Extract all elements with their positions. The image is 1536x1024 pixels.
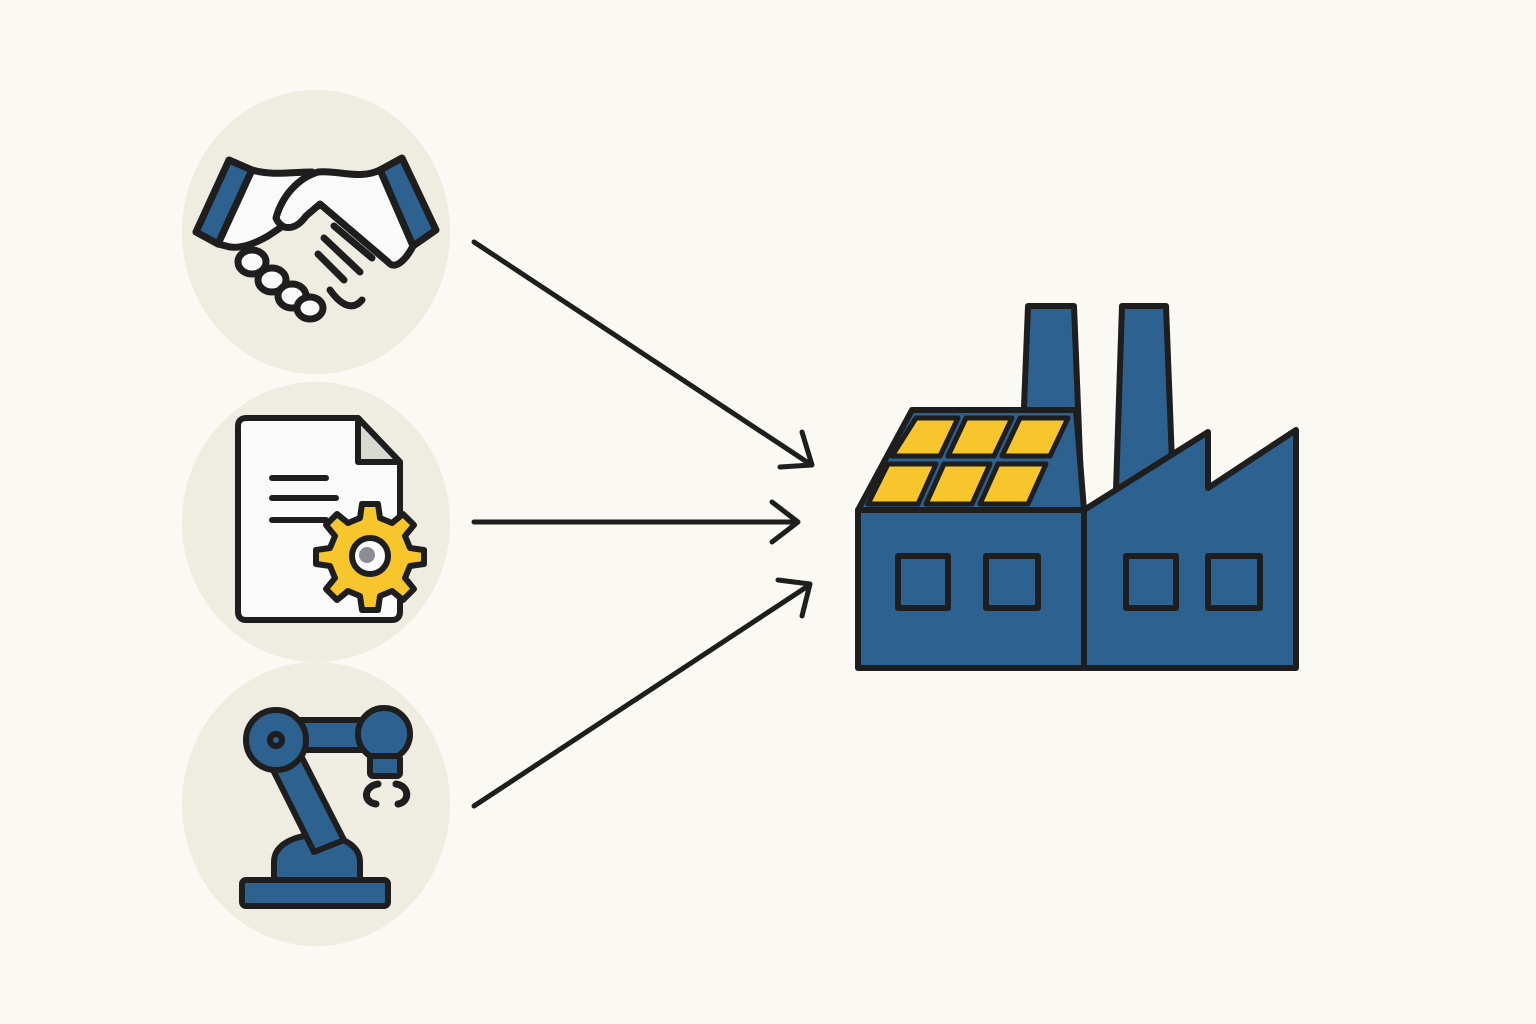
arrow-automation-to-factory xyxy=(471,577,813,809)
arrowhead xyxy=(769,499,801,545)
arrowhead xyxy=(777,429,815,470)
factory-windows xyxy=(895,553,1263,611)
gear-icon xyxy=(313,501,427,613)
arrow-process-to-factory xyxy=(471,499,801,545)
node-circle xyxy=(182,90,450,374)
node-automation xyxy=(182,662,450,946)
arrowhead xyxy=(775,577,813,619)
node-process xyxy=(182,382,450,662)
solar-panel-icon xyxy=(865,415,1071,507)
node-partnership xyxy=(182,90,450,374)
arrow-partnership-to-factory xyxy=(471,239,815,470)
solar-factory-icon xyxy=(855,303,1299,671)
edges xyxy=(471,239,815,809)
document-gear-icon xyxy=(235,415,427,623)
handshake-icon xyxy=(192,154,440,323)
robot-arm-icon xyxy=(239,705,413,909)
